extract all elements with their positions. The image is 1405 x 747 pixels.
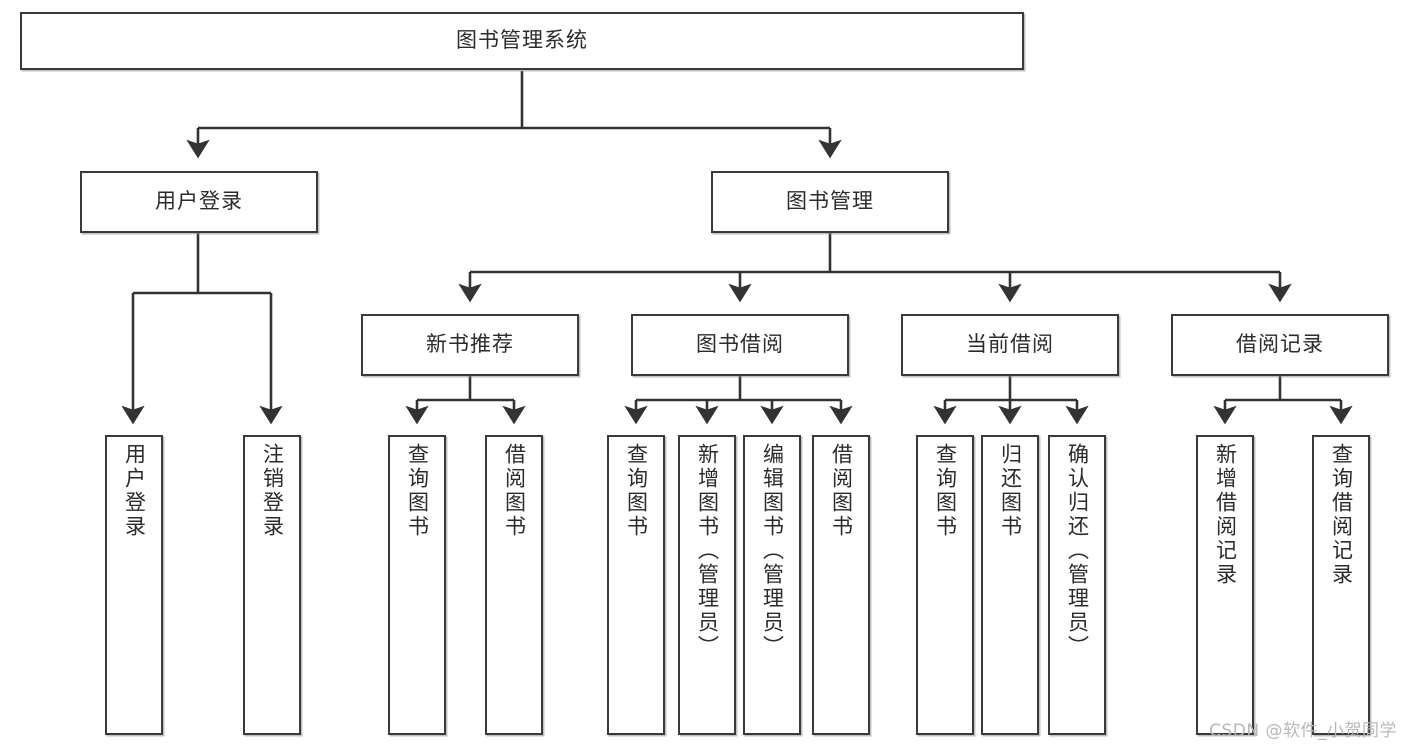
leaf-book-borrow-borrow[interactable]: 借阅图书: [812, 435, 870, 735]
node-borrow-record[interactable]: 借阅记录: [1171, 314, 1389, 376]
node-user-login[interactable]: 用户登录: [80, 171, 318, 233]
node-label: 图书借阅: [696, 332, 784, 357]
node-label: 图书管理系统: [456, 28, 588, 53]
leaf-user-login-logout[interactable]: 注销登录: [243, 435, 301, 735]
leaf-borrow-record-add[interactable]: 新增借阅记录: [1196, 435, 1254, 735]
leaf-current-borrow-return[interactable]: 归还图书: [981, 435, 1039, 735]
node-book-management[interactable]: 图书管理: [711, 171, 949, 233]
leaf-book-borrow-add[interactable]: 新增图书（管理员）: [678, 435, 736, 735]
leaf-book-borrow-edit[interactable]: 编辑图书（管理员）: [743, 435, 801, 735]
leaf-user-login-login[interactable]: 用户登录: [105, 435, 163, 735]
node-label: 新增图书（管理员）: [695, 443, 720, 659]
node-label: 借阅图书: [829, 443, 854, 539]
node-label: 归还图书: [998, 443, 1023, 539]
node-label: 查询图书: [405, 443, 430, 539]
node-label: 图书管理: [786, 189, 874, 214]
node-label: 查询图书: [624, 443, 649, 539]
node-new-book-recommend[interactable]: 新书推荐: [361, 314, 579, 376]
leaf-borrow-record-query[interactable]: 查询借阅记录: [1312, 435, 1370, 735]
node-label: 新增借阅记录: [1213, 443, 1238, 587]
leaf-current-borrow-query[interactable]: 查询图书: [916, 435, 974, 735]
node-label: 新书推荐: [426, 332, 514, 357]
node-label: 查询图书: [933, 443, 958, 539]
node-label: 当前借阅: [966, 332, 1054, 357]
node-label: 确认归还（管理员）: [1065, 443, 1090, 659]
leaf-current-borrow-confirm[interactable]: 确认归还（管理员）: [1048, 435, 1106, 735]
node-label: 借阅图书: [502, 443, 527, 539]
node-label: 借阅记录: [1236, 332, 1324, 357]
node-label: 用户登录: [155, 189, 243, 214]
node-current-borrow[interactable]: 当前借阅: [901, 314, 1119, 376]
leaf-new-book-borrow[interactable]: 借阅图书: [485, 435, 543, 735]
watermark-text: CSDN @软件_小贺同学: [1209, 721, 1397, 741]
node-label: 查询借阅记录: [1329, 443, 1354, 587]
node-label: 编辑图书（管理员）: [760, 443, 785, 659]
node-root-system[interactable]: 图书管理系统: [20, 12, 1024, 70]
node-label: 用户登录: [122, 443, 147, 539]
node-book-borrow[interactable]: 图书借阅: [631, 314, 849, 376]
leaf-new-book-query[interactable]: 查询图书: [388, 435, 446, 735]
node-label: 注销登录: [260, 443, 285, 539]
leaf-book-borrow-query[interactable]: 查询图书: [607, 435, 665, 735]
